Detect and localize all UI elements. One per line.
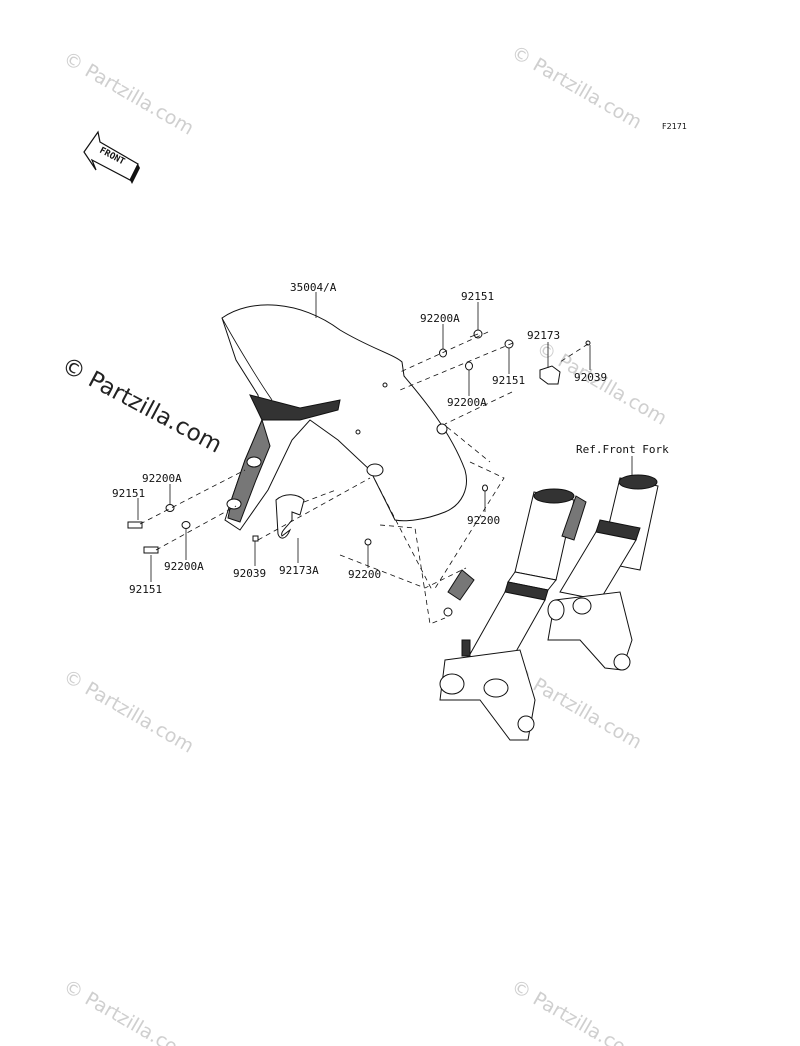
label-washer-top-right: 92200A: [420, 312, 460, 325]
washer-lower-left: [181, 521, 191, 529]
label-bolt-top-right: 92151: [461, 290, 494, 303]
label-washer-lower-left: 92200A: [164, 560, 204, 573]
bolt-top-right: [469, 329, 483, 339]
assembly-lines: [139, 331, 589, 625]
label-fender: 35004/A: [290, 281, 337, 294]
front-arrow-icon: FRONT: [83, 130, 140, 184]
label-washer-upper-left: 92200A: [142, 472, 182, 485]
label-washer-mid-right: 92200A: [447, 396, 487, 409]
label-bolt-lower-left: 92151: [129, 583, 162, 596]
bolt-upper-left: [127, 521, 143, 529]
reference-label: Ref.Front Fork: [576, 443, 669, 456]
label-screw-left: 92039: [233, 567, 266, 580]
bolt-mid-right: [504, 339, 514, 349]
label-clamp-right: 92173: [527, 329, 560, 342]
watermark: © Partzilla.com: [508, 41, 646, 133]
label-screw-right: 92039: [574, 371, 607, 384]
washer-mid-right: [465, 361, 473, 371]
watermarks: © Partzilla.com © Partzilla.com © Partzi…: [57, 41, 670, 1046]
watermark-large: © Partzilla.com: [57, 352, 226, 458]
grommet-right: [482, 484, 488, 492]
screw-left: [252, 535, 259, 542]
washer-top-right: [439, 348, 447, 358]
figure-code: F2171: [662, 122, 687, 131]
front-fork-left: [439, 488, 575, 741]
watermark: © Partzilla.com: [60, 665, 198, 757]
bolt-lower-left: [143, 546, 159, 554]
label-bolt-mid-right: 92151: [492, 374, 525, 387]
watermark: © Partzilla.com: [508, 975, 646, 1046]
leader-lines: [137, 292, 633, 582]
label-clamp-left: 92173A: [279, 564, 319, 577]
label-grommet-center: 92200: [348, 568, 381, 581]
part-labels: 35004/A 92151 92200A 92151 92200A 92173 …: [112, 281, 669, 596]
clamp-left: [275, 494, 305, 539]
watermark: © Partzilla.com: [60, 47, 198, 139]
label-bolt-upper-left: 92151: [112, 487, 145, 500]
label-grommet-right: 92200: [467, 514, 500, 527]
grommet-center: [364, 538, 372, 546]
clamp-right: [539, 365, 561, 385]
screw-right: [585, 340, 591, 346]
front-fork-right: [547, 474, 659, 671]
watermark: © Partzilla.com: [60, 975, 198, 1046]
front-fender-part: [221, 304, 467, 531]
hardware: [127, 329, 591, 554]
